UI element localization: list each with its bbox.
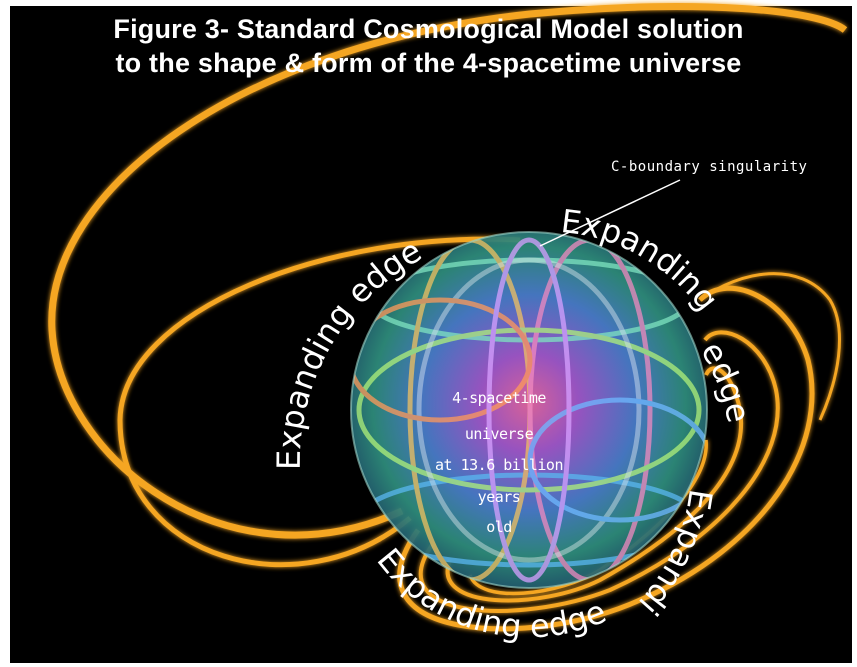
singularity-label: C-boundary singularity bbox=[611, 159, 808, 175]
shell-4 bbox=[418, 330, 780, 613]
shell-3 bbox=[397, 285, 815, 632]
universe-caption-line-1: 4-spacetime bbox=[452, 389, 546, 407]
shell-5 bbox=[445, 366, 744, 603]
universe-caption-line-3: at 13.6 billion bbox=[435, 456, 563, 474]
shell-7 bbox=[699, 272, 841, 421]
universe-caption-line-2: universe bbox=[464, 425, 534, 443]
figure-title-line-2: to the shape & form of the 4-spacetime u… bbox=[115, 48, 742, 78]
singularity-pointer-line bbox=[539, 179, 681, 247]
universe-caption-line-5: old bbox=[486, 518, 512, 536]
expanding-spiral-shells bbox=[48, 3, 848, 632]
figure-title-line-1: Figure 3- Standard Cosmological Model so… bbox=[113, 14, 744, 44]
universe-caption-line-4: years bbox=[477, 488, 521, 506]
outer-shell bbox=[48, 3, 848, 539]
shell-2 bbox=[117, 236, 521, 568]
